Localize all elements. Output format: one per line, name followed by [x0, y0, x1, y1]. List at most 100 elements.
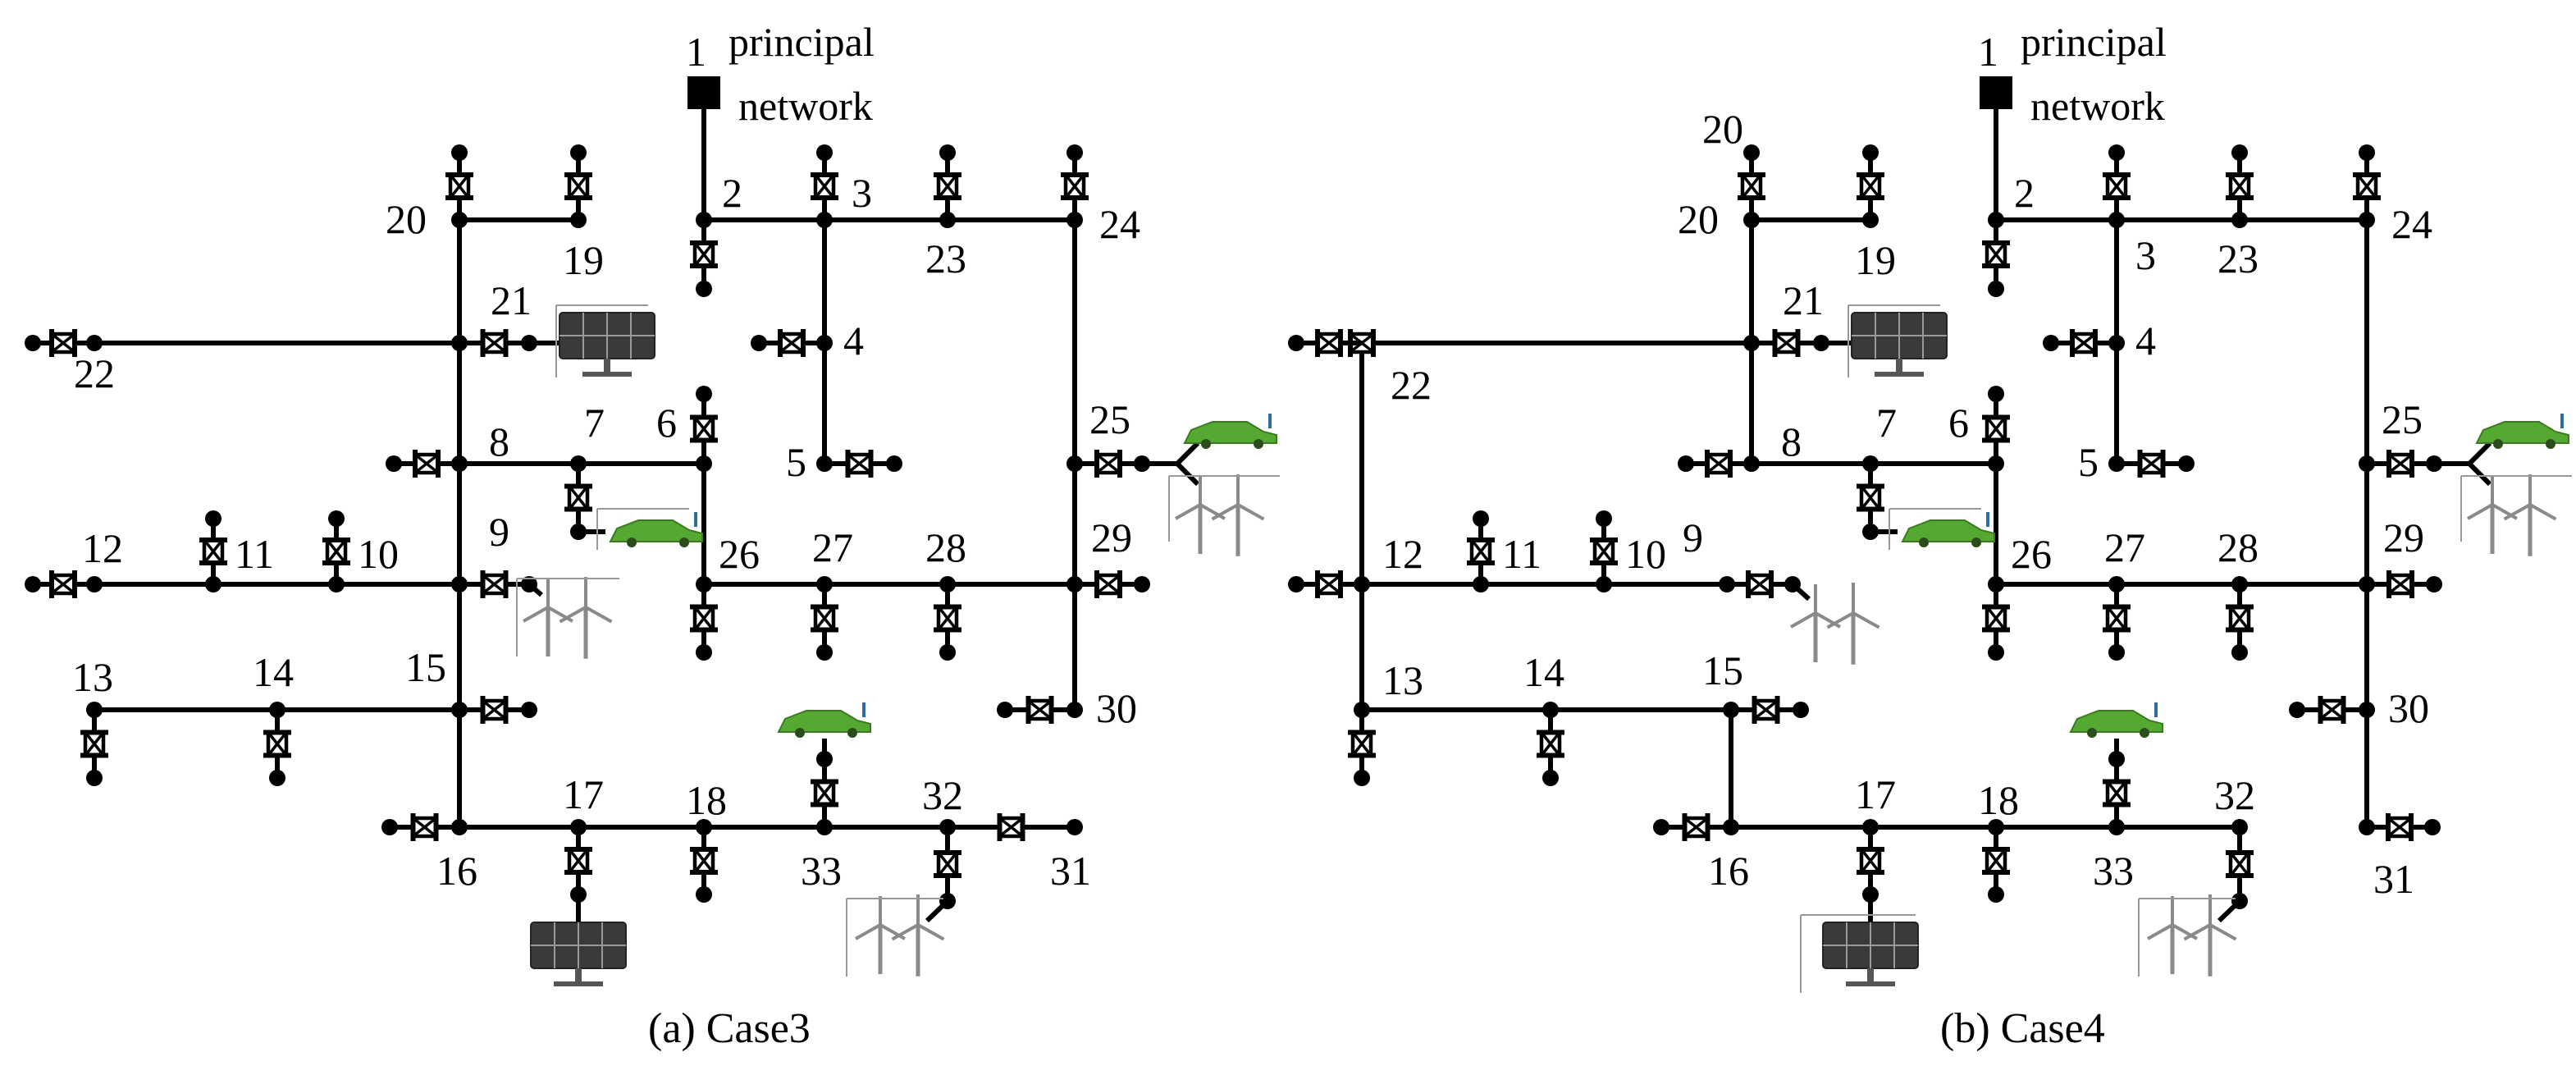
node-label: 20 — [1678, 196, 1719, 242]
bus-node — [886, 455, 902, 472]
bus-node — [86, 576, 103, 592]
bus-node — [1988, 886, 2004, 903]
switch-icon — [445, 172, 473, 200]
bus-node — [1653, 819, 1669, 835]
node-label: 6 — [1948, 400, 1969, 446]
source-label: network — [738, 83, 873, 129]
bus-node — [751, 335, 767, 351]
node-label: 6 — [656, 400, 677, 446]
switch-icon — [934, 850, 961, 878]
node-label: 16 — [436, 848, 477, 894]
node-label: 29 — [1091, 515, 1132, 560]
electric-vehicle-icon — [609, 512, 703, 547]
switch-icon — [1315, 570, 1343, 598]
node-label: 12 — [1382, 531, 1423, 577]
switch-icon — [1857, 483, 1884, 512]
switch-icon — [1857, 172, 1884, 200]
switch-icon — [2137, 450, 2166, 478]
switch-icon — [778, 329, 806, 357]
bus-node — [1862, 144, 1879, 161]
feeder-line — [1175, 461, 1200, 487]
bus-node — [1288, 335, 1304, 351]
feeder-line — [925, 899, 950, 923]
electric-vehicle-icon — [777, 702, 871, 738]
switch-icon — [1590, 538, 1618, 565]
switch-icon — [1094, 570, 1122, 598]
solar-panel-icon — [559, 312, 655, 377]
switch-icon — [1348, 730, 1376, 758]
solar-panel-icon — [1822, 922, 1919, 986]
node-label: 19 — [1855, 237, 1896, 283]
node-label: 31 — [1050, 848, 1091, 894]
node-label: 25 — [2382, 396, 2423, 442]
electric-vehicle-icon — [2475, 414, 2569, 449]
node-label: 4 — [843, 318, 864, 364]
switch-icon — [1467, 538, 1495, 565]
node-label: 33 — [2093, 848, 2134, 894]
wind-turbine-icon — [1790, 583, 1880, 665]
bus-node — [1134, 576, 1150, 592]
solar-panel-icon — [530, 922, 627, 986]
node-label: 23 — [2217, 236, 2259, 281]
bus-node — [1678, 455, 1694, 472]
source-label: network — [2030, 83, 2165, 129]
switch-icon — [1982, 847, 2010, 875]
switch-icon — [2386, 450, 2414, 478]
node-label: 20 — [386, 196, 427, 242]
node-label: 2 — [722, 170, 742, 216]
bus-node — [451, 144, 468, 161]
bus-node — [25, 335, 41, 351]
node-label: 21 — [1783, 277, 1824, 323]
switch-icon — [1738, 172, 1765, 200]
node-label: 17 — [563, 771, 604, 817]
bus-node — [205, 510, 222, 527]
switch-icon — [690, 414, 718, 443]
switch-icon — [1857, 847, 1884, 875]
switch-icon — [564, 172, 592, 200]
switch-icon — [2226, 850, 2254, 878]
node-label: 29 — [2383, 515, 2424, 560]
node-label: 31 — [2373, 856, 2414, 902]
switch-icon — [2226, 172, 2254, 200]
node-label: 33 — [801, 848, 842, 894]
switch-icon — [480, 696, 509, 724]
switch-icon — [199, 538, 227, 565]
bus-node — [1743, 144, 1760, 161]
node-label: 3 — [852, 170, 872, 216]
bus-node — [2178, 455, 2195, 472]
bus-node — [1988, 386, 2004, 402]
node-label: 13 — [1382, 657, 1423, 703]
switch-icon — [49, 570, 77, 598]
node-label: 24 — [2391, 201, 2432, 247]
electric-vehicle-icon — [1183, 414, 1277, 449]
node-label: 32 — [2214, 772, 2255, 818]
switch-icon — [480, 570, 509, 598]
switch-icon — [934, 172, 961, 200]
switch-icon — [1537, 730, 1564, 758]
switch-icon — [2318, 696, 2346, 724]
bus-node — [521, 702, 537, 718]
node-label: 21 — [491, 277, 532, 323]
bus-node — [570, 144, 587, 161]
node-label: 9 — [489, 509, 509, 555]
node-label: 19 — [563, 237, 604, 283]
node-label: 30 — [2388, 685, 2429, 731]
node-label: 4 — [2135, 318, 2156, 364]
node-label: 17 — [1855, 771, 1896, 817]
switch-icon — [811, 779, 838, 807]
switch-icon — [845, 450, 874, 478]
switch-icon — [480, 329, 509, 357]
bus-node — [1542, 770, 1559, 786]
bus-node — [1473, 510, 1489, 527]
bus-node — [25, 576, 41, 592]
switch-icon — [1772, 329, 1801, 357]
source-label: principal — [728, 19, 875, 65]
switch-icon — [1061, 172, 1089, 200]
node-label: 12 — [82, 525, 123, 571]
node-label: 27 — [812, 524, 853, 570]
feeder-line — [528, 582, 543, 597]
bus-node — [816, 644, 833, 661]
